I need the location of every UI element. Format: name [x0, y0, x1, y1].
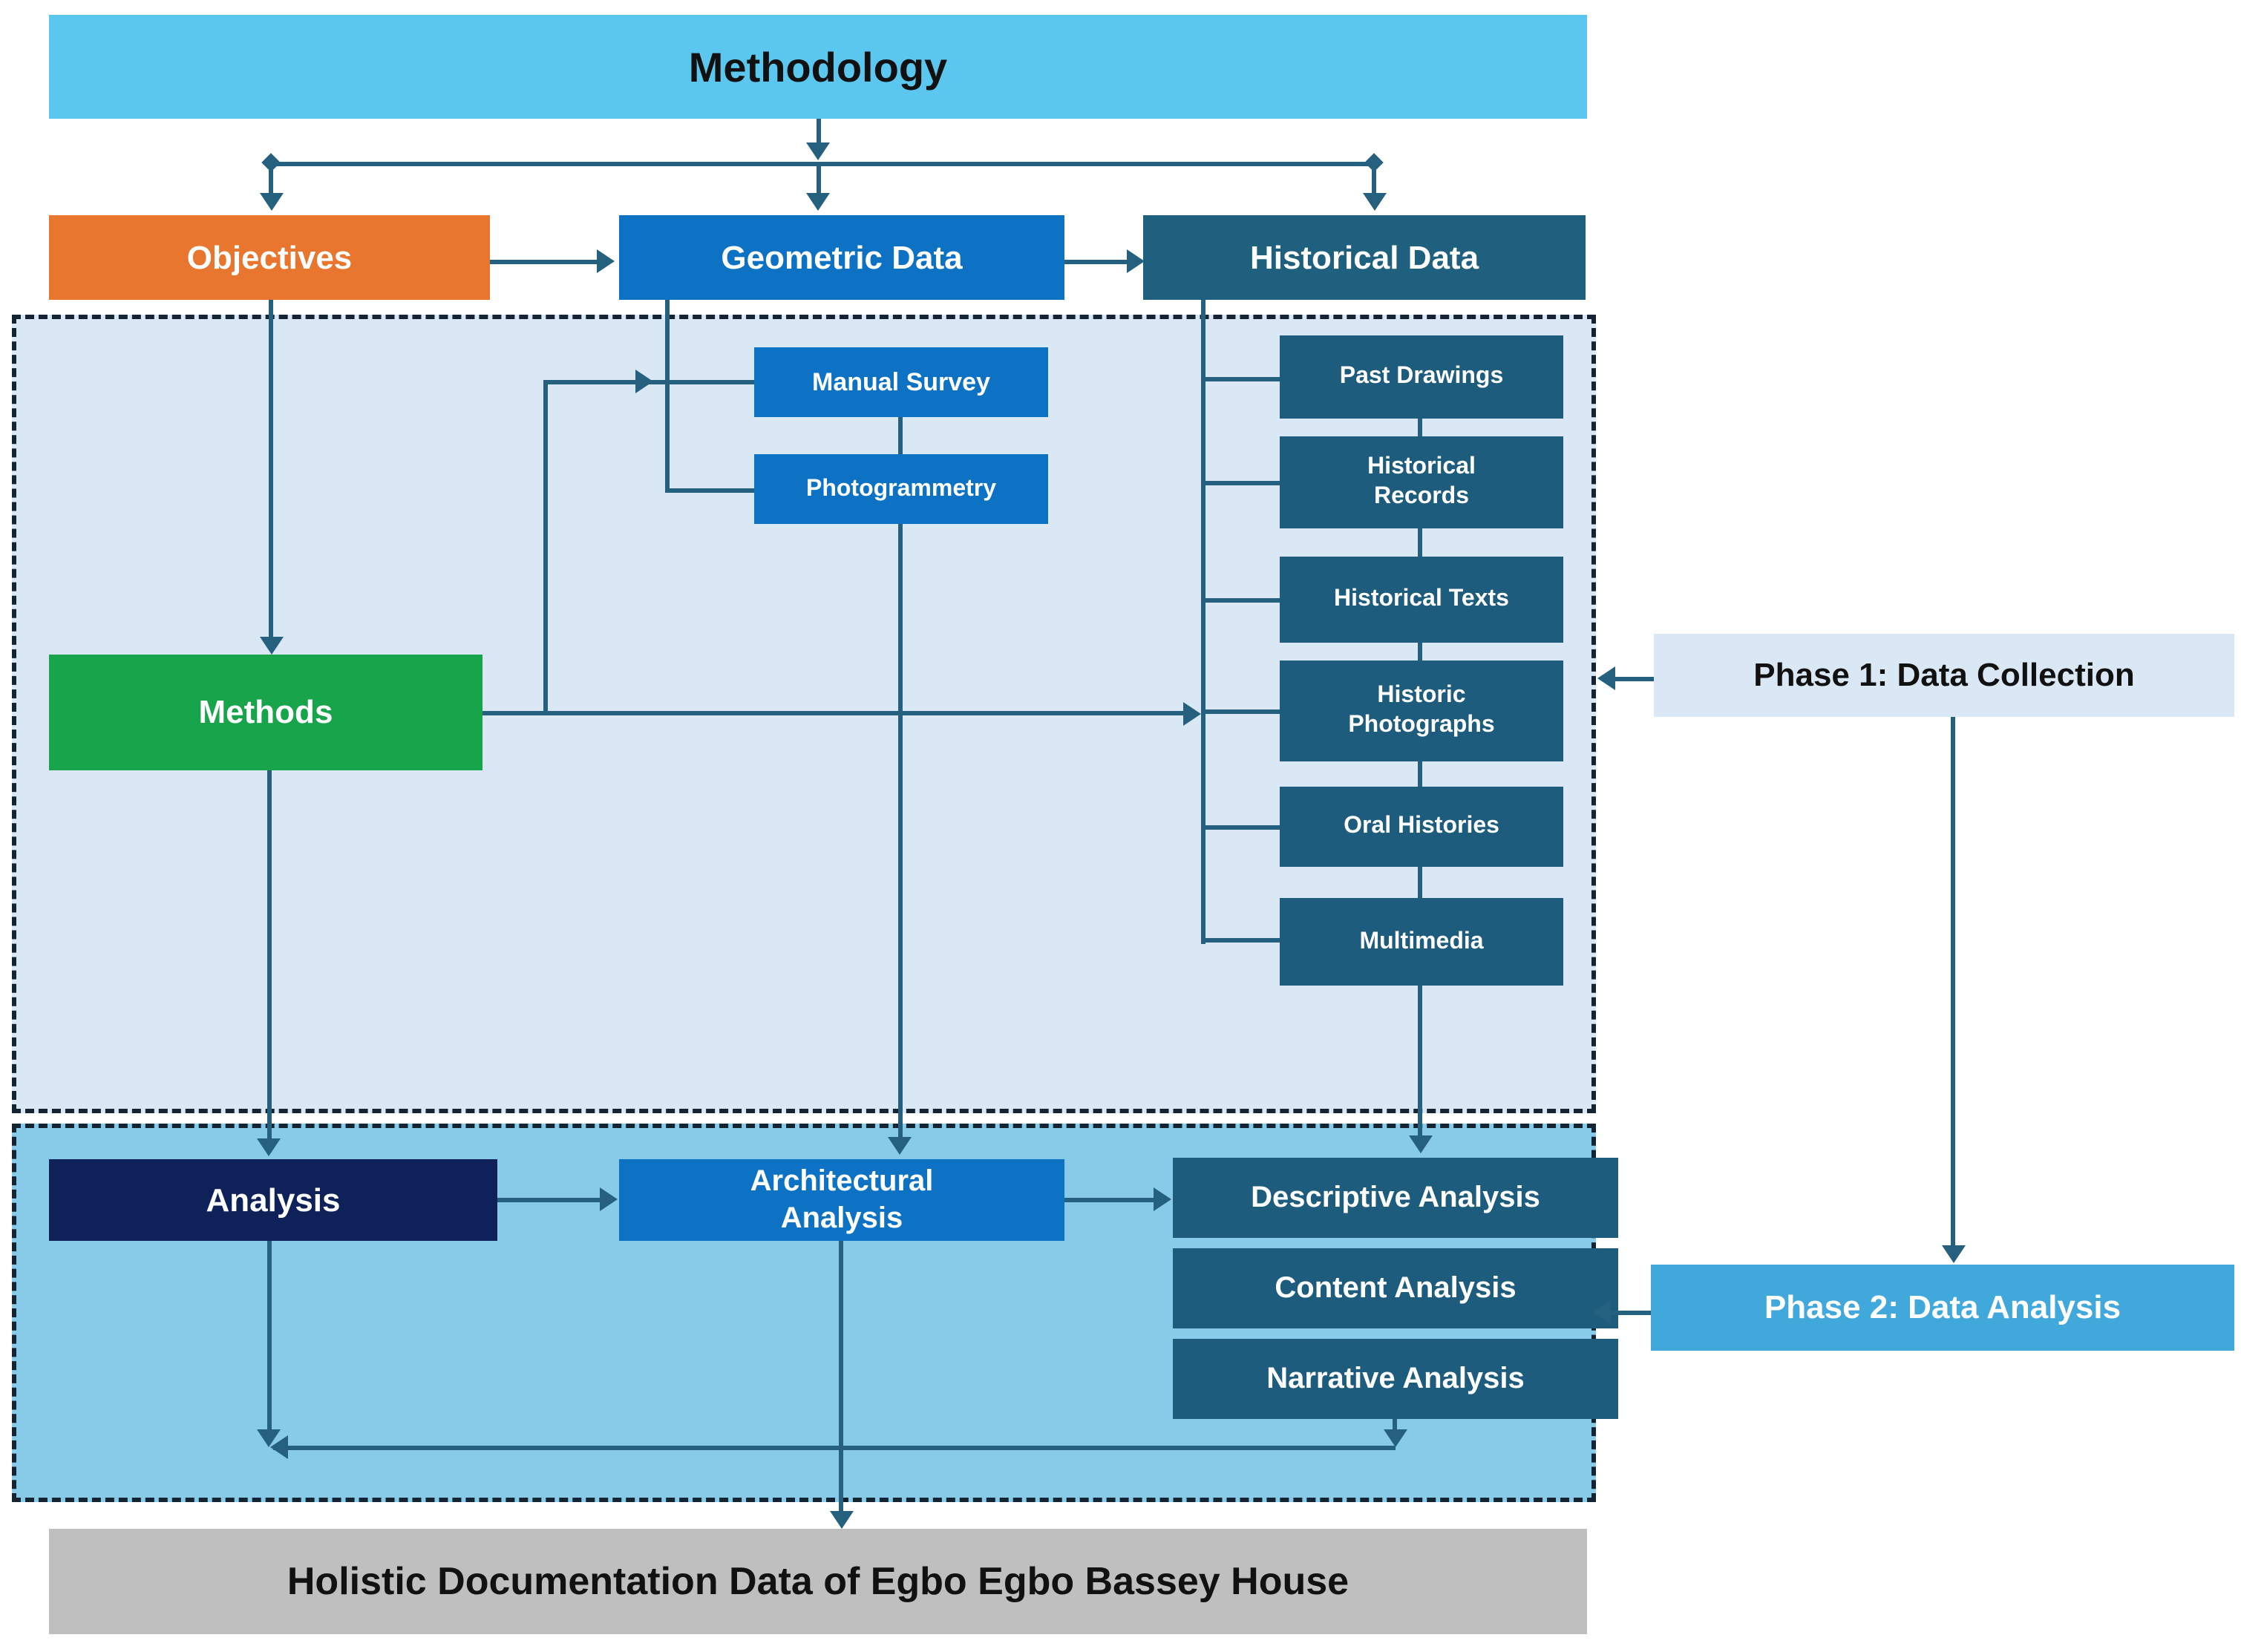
connector-drop-geometric [817, 166, 821, 194]
arrowhead-methods-analysis [257, 1138, 281, 1156]
node-content-analysis: Content Analysis [1173, 1248, 1618, 1328]
methodology-title: Methodology [688, 44, 948, 90]
connector-methods-analysis [267, 770, 272, 1140]
connector-branch-past-drawings [1201, 377, 1280, 381]
node-historic-photographs: Historic Photographs [1280, 661, 1563, 761]
connector-branch-historical-records [1201, 481, 1280, 485]
historical-texts-label: Historical Texts [1334, 586, 1509, 612]
arrowhead-methodology-stem [806, 142, 830, 160]
multimedia-label: Multimedia [1359, 928, 1484, 954]
connector-narrative-collect [1393, 1419, 1397, 1431]
connector-oralhistories-multimedia [1418, 867, 1422, 898]
node-narrative-analysis: Narrative Analysis [1173, 1339, 1618, 1419]
arrowhead-architectural-footer [830, 1511, 854, 1529]
connector-branch-historic-photographs [1201, 709, 1280, 714]
historical-records-label: Historical Records [1367, 454, 1476, 509]
connector-analysis-collect [267, 1241, 272, 1431]
arrowhead-phase2-label [1593, 1300, 1611, 1324]
manual-survey-label: Manual Survey [812, 367, 990, 396]
connector-architectural-footer [839, 1241, 843, 1512]
phase1-label: Phase 1: Data Collection [1753, 656, 2135, 694]
connector-geometric-historical [1064, 260, 1128, 264]
connector-methodology-stem [817, 119, 821, 145]
node-objectives: Objectives [49, 215, 490, 300]
arrowhead-architectural-descriptive [1154, 1187, 1171, 1211]
connector-geometric-drop [665, 300, 670, 493]
arrowhead-methods-historical-trunk [1183, 702, 1201, 726]
arrowhead-drop-geometric [806, 193, 830, 211]
node-geometric-data: Geometric Data [619, 215, 1064, 300]
connector-architectural-descriptive [1064, 1198, 1157, 1202]
connector-analysis-architectural [497, 1198, 603, 1202]
node-holistic-outcome: Holistic Documentation Data of Egbo Egbo… [49, 1529, 1587, 1634]
node-historical-texts: Historical Texts [1280, 557, 1563, 643]
content-analysis-label: Content Analysis [1275, 1271, 1517, 1304]
node-methodology: Methodology [49, 15, 1587, 119]
arrowhead-collect-left [270, 1435, 288, 1459]
node-past-drawings: Past Drawings [1280, 335, 1563, 419]
phase2-label: Phase 2: Data Analysis [1764, 1288, 2121, 1326]
connector-pastdrawings-records [1418, 419, 1422, 436]
connector-branch-historical-texts [1201, 598, 1280, 603]
connector-phase1-phase2-label [1951, 717, 1955, 1247]
node-analysis: Analysis [49, 1159, 497, 1241]
photogrammetry-label: Photogrammetry [805, 476, 997, 501]
connector-phase2-label [1609, 1311, 1651, 1315]
node-manual-survey: Manual Survey [754, 347, 1048, 417]
phase1-label-box: Phase 1: Data Collection [1654, 634, 2234, 717]
connector-objectives-geometric [490, 260, 598, 264]
arrowhead-analysis-architectural [600, 1187, 618, 1211]
connector-survey-photogrammetry [898, 417, 903, 454]
objectives-label: Objectives [186, 238, 353, 276]
connector-branch-multimedia [1201, 938, 1280, 943]
arrowhead-objectives-geometric [597, 249, 615, 273]
connector-methods-up [543, 381, 548, 714]
arrowhead-phase1-phase2-label [1942, 1245, 1966, 1263]
analysis-label: Analysis [206, 1181, 341, 1219]
geometric-data-label: Geometric Data [721, 238, 963, 276]
connector-historical-trunk [1201, 300, 1205, 944]
node-oral-histories: Oral Histories [1280, 787, 1563, 867]
descriptive-analysis-label: Descriptive Analysis [1251, 1181, 1540, 1213]
arrowhead-photogrammetry-architectural [888, 1137, 912, 1155]
connector-multimedia-descriptive [1418, 986, 1422, 1137]
connector-branch-oral-histories [1201, 825, 1280, 830]
connector-collect-line [273, 1446, 1396, 1450]
methods-label: Methods [198, 693, 333, 731]
arrowhead-narrative-collect [1384, 1429, 1407, 1447]
node-multimedia: Multimedia [1280, 898, 1563, 986]
arrowhead-drop-historical [1363, 193, 1387, 211]
connector-photogrammetry-architectural [898, 524, 903, 1138]
connector-texts-photographs [1418, 643, 1422, 661]
connector-photographs-oralhistories [1418, 761, 1422, 787]
connector-geometric-photogrammetry [665, 488, 754, 493]
arrowhead-phase1-label [1597, 666, 1615, 690]
arrowhead-methods-manual-survey [635, 370, 653, 393]
connector-drop-historical [1372, 166, 1376, 194]
holistic-outcome-label: Holistic Documentation Data of Egbo Egbo… [287, 1558, 1349, 1604]
narrative-analysis-label: Narrative Analysis [1266, 1362, 1525, 1394]
node-architectural-analysis: Architectural Analysis [619, 1159, 1064, 1241]
phase2-label-box: Phase 2: Data Analysis [1651, 1265, 2234, 1351]
connector-records-texts [1418, 528, 1422, 557]
past-drawings-label: Past Drawings [1339, 364, 1504, 389]
node-methods: Methods [49, 655, 482, 770]
connector-top-branch-line [272, 162, 1375, 166]
historical-data-label: Historical Data [1249, 238, 1479, 276]
node-historical-records: Historical Records [1280, 436, 1563, 528]
arrowhead-objectives-methods [260, 637, 284, 655]
connector-phase1-label [1614, 677, 1654, 681]
oral-histories-label: Oral Histories [1344, 813, 1499, 839]
node-historical-data: Historical Data [1143, 215, 1586, 300]
connector-methods-historical-trunk [482, 711, 1188, 715]
connector-drop-objectives [269, 166, 273, 194]
arrowhead-geometric-historical [1127, 249, 1145, 273]
node-photogrammetry: Photogrammetry [754, 454, 1048, 524]
arrowhead-drop-objectives [260, 193, 284, 211]
node-descriptive-analysis: Descriptive Analysis [1173, 1158, 1618, 1238]
connector-objectives-methods [269, 300, 273, 638]
architectural-analysis-label: Architectural Analysis [750, 1164, 934, 1234]
historic-photographs-label: Historic Photographs [1348, 683, 1495, 738]
arrowhead-multimedia-descriptive [1409, 1135, 1433, 1153]
